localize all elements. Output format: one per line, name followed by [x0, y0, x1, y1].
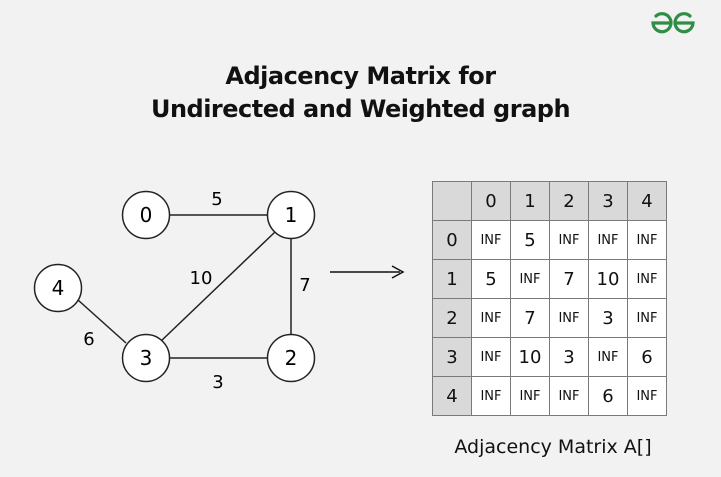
graph-node-2: 2	[266, 333, 316, 383]
matrix-cell: 3	[549, 337, 589, 377]
right-arrow-icon	[330, 265, 405, 279]
matrix-cell: 6	[588, 376, 628, 416]
edge-weight-1-2: 7	[299, 275, 310, 296]
matrix-row: 0 INF 5 INF INF INF	[432, 220, 667, 260]
matrix-row: 1 5 INF 7 10 INF	[432, 259, 667, 299]
matrix-caption: Adjacency Matrix A[]	[454, 436, 652, 458]
matrix-cell: INF	[471, 298, 511, 338]
matrix-cell: 3	[588, 298, 628, 338]
graph-node-3: 3	[121, 333, 171, 383]
matrix-cell: INF	[627, 376, 667, 416]
edge-weight-4-3: 6	[83, 329, 94, 350]
matrix-cell: 10	[510, 337, 550, 377]
node-label-4: 4	[52, 276, 65, 300]
matrix-cell: INF	[627, 298, 667, 338]
matrix-row-header: 4	[432, 376, 472, 416]
matrix-col-header: 2	[549, 181, 589, 221]
matrix-row: 2 INF 7 INF 3 INF	[432, 298, 667, 338]
matrix-cell: INF	[510, 259, 550, 299]
matrix-cell: INF	[549, 298, 589, 338]
edge-weight-3-2: 3	[212, 372, 223, 393]
edge-4-3	[77, 299, 127, 344]
node-label-2: 2	[285, 346, 298, 370]
graph-node-4: 4	[33, 263, 83, 313]
matrix-row-header: 2	[432, 298, 472, 338]
matrix-row-header: 3	[432, 337, 472, 377]
matrix-row: 3 INF 10 3 INF 6	[432, 337, 667, 377]
matrix-row-header: 1	[432, 259, 472, 299]
title-line-1: Adjacency Matrix for	[225, 62, 496, 90]
matrix-row: 4 INF INF INF 6 INF	[432, 376, 667, 416]
matrix-cell: INF	[471, 376, 511, 416]
matrix-cell: 7	[549, 259, 589, 299]
graph-node-0: 0	[121, 190, 171, 240]
matrix-cell: 10	[588, 259, 628, 299]
edge-weight-1-3: 10	[190, 268, 213, 289]
matrix-cell: 6	[627, 337, 667, 377]
matrix-cell: 5	[471, 259, 511, 299]
matrix-cell: INF	[549, 376, 589, 416]
node-label-3: 3	[140, 346, 153, 370]
adjacency-matrix: 0 1 2 3 4 0 INF 5 INF INF INF 1 5 INF 7 …	[432, 181, 667, 416]
matrix-row-header: 0	[432, 220, 472, 260]
edge-1-3	[159, 231, 276, 343]
matrix-cell: INF	[588, 220, 628, 260]
matrix-cell: INF	[549, 220, 589, 260]
node-label-0: 0	[140, 203, 153, 227]
matrix-cell: INF	[588, 337, 628, 377]
matrix-cell: INF	[471, 220, 511, 260]
edge-weight-0-1: 5	[211, 189, 222, 210]
matrix-col-header: 0	[471, 181, 511, 221]
node-label-1: 1	[285, 203, 298, 227]
matrix-col-header: 4	[627, 181, 667, 221]
geeksforgeeks-logo-icon	[651, 12, 695, 34]
matrix-cell: 7	[510, 298, 550, 338]
matrix-cell: INF	[627, 259, 667, 299]
matrix-col-header: 1	[510, 181, 550, 221]
matrix-cell: 5	[510, 220, 550, 260]
matrix-header-row: 0 1 2 3 4	[432, 181, 667, 221]
title-line-2: Undirected and Weighted graph	[150, 95, 571, 123]
graph-node-1: 1	[266, 190, 316, 240]
matrix-corner	[432, 181, 472, 221]
matrix-cell: INF	[510, 376, 550, 416]
matrix-cell: INF	[471, 337, 511, 377]
matrix-col-header: 3	[588, 181, 628, 221]
matrix-cell: INF	[627, 220, 667, 260]
